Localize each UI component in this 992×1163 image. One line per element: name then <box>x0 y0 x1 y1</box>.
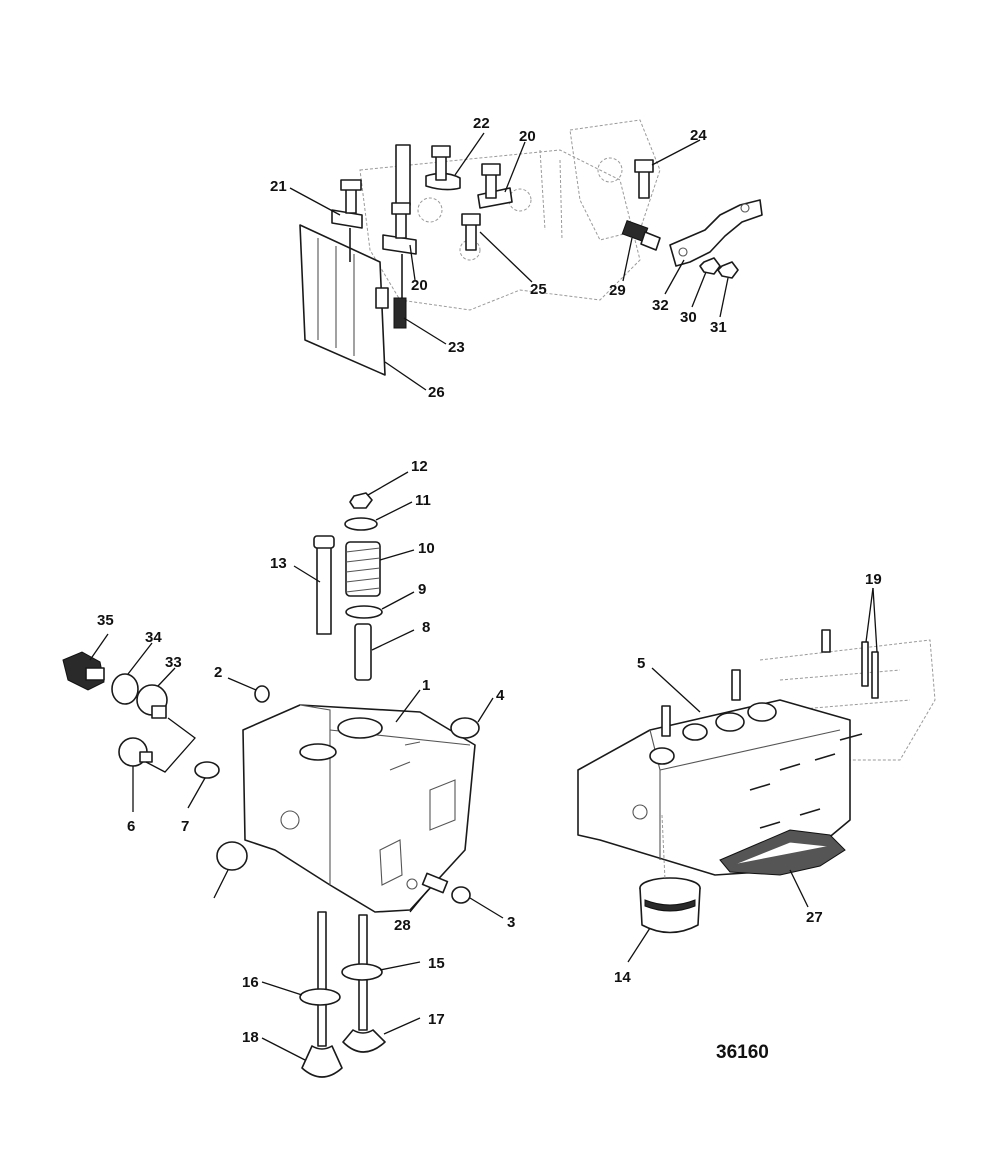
sensor-35 <box>62 651 105 691</box>
callout-1: 1 <box>422 677 430 694</box>
pins-19 <box>821 629 879 699</box>
callout-14: 14 <box>614 969 631 986</box>
callout-5: 5 <box>637 655 645 672</box>
clamp-22 <box>425 145 461 191</box>
callout-2: 2 <box>214 664 222 681</box>
callout-27: 27 <box>806 909 823 926</box>
plug-2 <box>254 685 270 703</box>
callout-25: 25 <box>530 281 547 298</box>
spring-10 <box>345 541 381 597</box>
seal-34 <box>111 673 139 705</box>
nut-30 <box>699 257 721 275</box>
callout-6: 6 <box>127 818 135 835</box>
callout-15: 15 <box>428 955 445 972</box>
nut-31 <box>717 261 739 279</box>
cover-plate <box>299 224 389 376</box>
callout-33: 33 <box>165 654 182 671</box>
adapter-33 <box>136 684 168 719</box>
callout-20b: 20 <box>411 277 428 294</box>
valve-18 <box>301 911 343 1078</box>
callout-35: 35 <box>97 612 114 629</box>
callout-19: 19 <box>865 571 882 588</box>
insert-14 <box>639 877 701 934</box>
callout-16: 16 <box>242 974 259 991</box>
stud-rod <box>395 144 411 206</box>
sensor-29 <box>621 220 661 251</box>
bolt-23 <box>393 297 407 329</box>
bolt-25 <box>461 213 481 251</box>
callout-8: 8 <box>422 619 430 636</box>
clamp-21 <box>331 179 363 262</box>
clamp-20-upper <box>477 163 513 209</box>
seat-3 <box>451 886 471 904</box>
callout-18: 18 <box>242 1029 259 1046</box>
top-assembly <box>299 119 763 376</box>
callout-30: 30 <box>680 309 697 326</box>
cylinder-head-block <box>242 704 476 913</box>
callout-3: 3 <box>507 914 515 931</box>
callout-17: 17 <box>428 1011 445 1028</box>
callout-4: 4 <box>496 687 505 704</box>
head-studs <box>661 669 863 829</box>
cup-plug <box>216 841 248 871</box>
callout-34: 34 <box>145 629 162 646</box>
callout-7: 7 <box>181 818 189 835</box>
keeper-12 <box>349 492 373 509</box>
strap-32 <box>669 199 763 267</box>
callout-13: 13 <box>270 555 287 572</box>
figure-number: 36160 <box>716 1042 769 1063</box>
cylinder-head-assembled <box>577 629 936 934</box>
seal-16 <box>299 988 341 1006</box>
callout-9: 9 <box>418 581 426 598</box>
guide-8 <box>354 623 372 681</box>
callout-26: 26 <box>428 384 445 401</box>
retainer-11 <box>344 517 378 531</box>
callout-22: 22 <box>473 115 490 132</box>
cylinder-head-exploded <box>62 492 480 1078</box>
leader-lines <box>89 132 878 1061</box>
callout-11: 11 <box>415 492 431 509</box>
assembled-head-block <box>577 699 851 876</box>
callout-29: 29 <box>609 282 626 299</box>
rod-13 <box>313 535 335 635</box>
callout-28: 28 <box>394 917 411 934</box>
callout-23: 23 <box>448 339 465 356</box>
washer-9 <box>345 605 383 619</box>
callout-12: 12 <box>411 458 428 475</box>
ring-7 <box>194 761 220 779</box>
valve-17 <box>342 914 386 1053</box>
gasket-27 <box>719 829 846 876</box>
callout-10: 10 <box>418 540 435 557</box>
callout-20a: 20 <box>519 128 536 145</box>
callout-labels: 1 2 3 4 5 6 7 8 9 10 11 12 13 14 15 16 1… <box>97 115 882 1063</box>
guide-28 <box>421 872 449 894</box>
bolt-24 <box>634 159 654 199</box>
callout-32: 32 <box>652 297 669 314</box>
callout-24: 24 <box>690 127 707 144</box>
callout-21: 21 <box>270 178 287 195</box>
plug-4 <box>450 717 480 739</box>
plug-6 <box>118 737 153 767</box>
seal-15 <box>341 963 383 981</box>
callout-31: 31 <box>710 319 727 336</box>
clamp-20-lower <box>382 202 417 300</box>
